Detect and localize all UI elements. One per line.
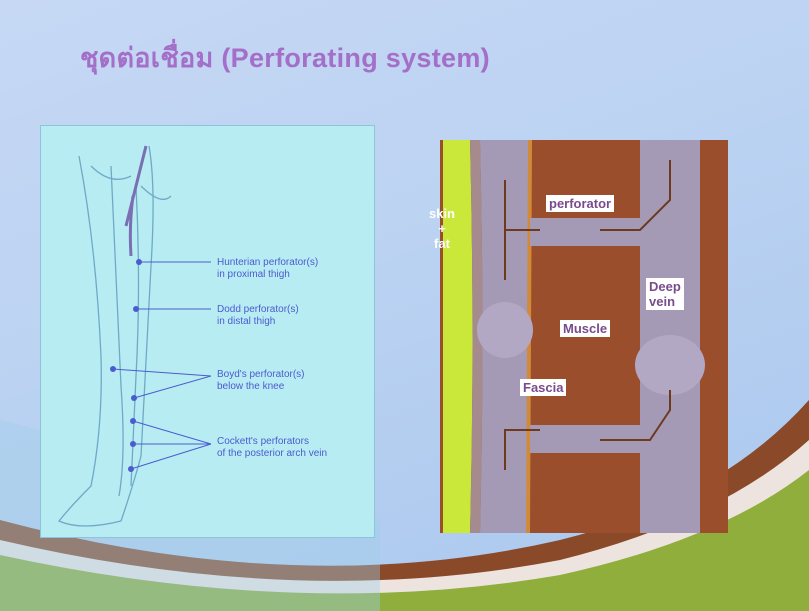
label-muscle: Muscle [560,320,611,337]
cross-section-illustration [440,140,728,533]
label-perforator: perforator [546,195,615,212]
slide-title: ชุดต่อเชื่อม (Perforating system) [80,43,490,73]
label-fascia: Fascia [520,379,567,396]
label-boyd-perforator: Boyd's perforator(s)below the knee [217,369,305,392]
label-hunterian-perforator: Hunterian perforator(s)in proximal thigh [217,257,319,280]
label-skin-fat: skin+fat [428,206,455,251]
leg-perforator-diagram: Hunterian perforator(s)in proximal thigh… [40,125,375,538]
leg-illustration [57,145,212,527]
label-dodd-perforator: Dodd perforator(s)in distal thigh [217,304,299,327]
